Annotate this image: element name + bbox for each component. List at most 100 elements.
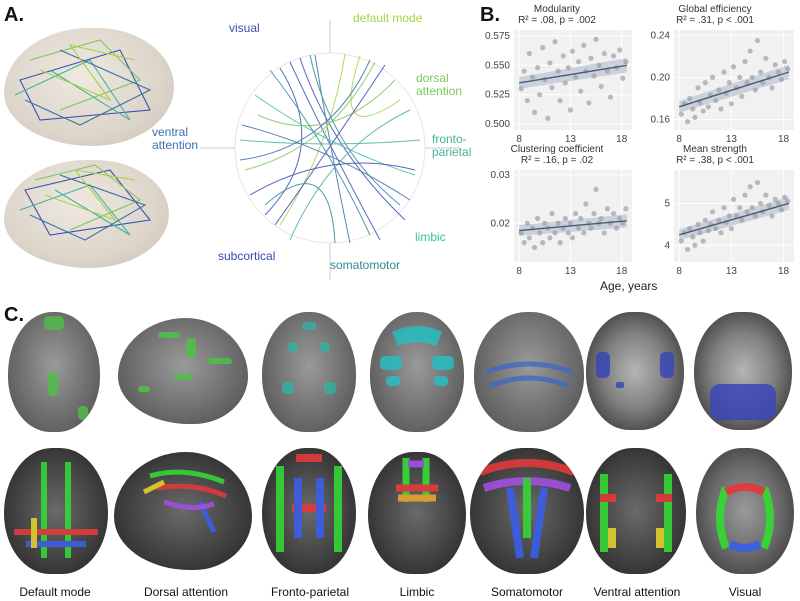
overlay-dorsal-attention [138,332,232,392]
data-point [518,230,524,236]
data-point [518,86,524,92]
data-point [728,225,734,232]
network-name-visual: Visual [728,585,762,599]
network-name-limbic: Limbic [399,585,435,599]
label-fronto-parietal: fronto- parietal [432,132,472,159]
tracts-limbic [396,458,438,502]
data-point [521,240,527,246]
data-point [598,83,604,90]
x-tick-label: 13 [726,134,738,145]
data-point [716,87,722,93]
scatter-stat: R² = .31, p < .001 [676,15,754,26]
data-point [549,210,555,217]
tracts-visual [716,483,774,552]
data-point [687,95,693,102]
data-point [728,101,734,107]
data-point [749,74,755,80]
data-point [700,108,706,114]
x-tick-label: 18 [778,134,790,145]
data-point [540,45,546,51]
x-tick-label: 18 [778,266,790,277]
data-point [601,230,607,236]
data-point [552,39,558,45]
network-name-somatomotor: Somatomotor [490,585,564,599]
data-point [713,97,719,104]
data-point [678,111,684,117]
network-name-fronto-parietal: Fronto-parietal [270,585,350,599]
panel-b-letter: B. [480,4,500,26]
data-point [540,240,546,246]
data-point [744,80,750,86]
tract-ventral-attention [586,448,686,574]
data-point [560,53,566,59]
data-point [772,62,778,68]
data-point [547,235,553,241]
label-default-mode: default mode [353,11,423,25]
scatter-title: Clustering coefficient [510,144,604,155]
label-limbic: limbic [415,230,446,244]
x-tick-label: 8 [516,266,522,277]
x-tick-label: 8 [516,134,522,145]
tracts-somatomotor [478,459,576,559]
data-point [721,205,727,211]
data-point [778,207,785,213]
data-point [565,230,571,236]
overlay-ventral-attention [596,352,674,388]
data-point [749,205,755,211]
data-point [726,80,732,86]
data-point [692,114,698,120]
data-point [778,76,785,83]
data-point [547,60,553,66]
connectogram [170,0,490,300]
scatter-stat: R² = .08, p = .002 [518,15,596,26]
data-point [772,196,778,202]
regression-line [679,71,789,108]
data-point [763,192,769,198]
data-point [716,217,722,223]
data-point [521,68,527,74]
data-point [576,59,582,65]
data-point [687,225,693,232]
data-point [695,85,701,91]
mri-slice-visual [694,312,792,430]
data-point [620,75,626,81]
data-point [581,230,587,236]
data-point [702,217,708,223]
data-point [572,210,579,217]
data-point [684,246,691,253]
data-point [692,242,698,248]
scatter-title: Modularity [533,4,581,15]
data-point [526,50,532,57]
data-point [601,50,607,57]
data-point [690,106,696,112]
x-tick-label: 8 [676,266,682,277]
data-point [782,58,788,65]
data-point [604,68,610,74]
data-point [718,230,724,236]
data-point [747,184,753,190]
y-tick-label: 0.500 [485,119,510,130]
y-tick-label: 0.03 [491,170,511,181]
y-tick-label: 5 [664,198,670,209]
x-tick-label: 18 [616,266,628,277]
scatter-global-efficiency: Global efficiency R² = .31, p < .001 [630,4,800,144]
data-point [557,97,563,104]
data-point [713,225,719,232]
data-point [610,53,617,59]
data-point [710,209,716,215]
data-point [535,65,541,71]
label-somatomotor: somatomotor [330,258,401,272]
data-point [758,200,764,207]
overlay-somatomotor [485,361,573,389]
brain-lateral-render [4,160,169,268]
data-point [562,80,568,86]
scatter-title: Global efficiency [678,4,752,15]
data-point [545,115,551,121]
data-point [754,179,761,186]
data-point [586,100,592,106]
data-point [705,104,712,110]
label-subcortical: subcortical [218,249,276,263]
data-point [758,69,764,75]
data-point [782,194,788,200]
data-point [567,107,574,113]
